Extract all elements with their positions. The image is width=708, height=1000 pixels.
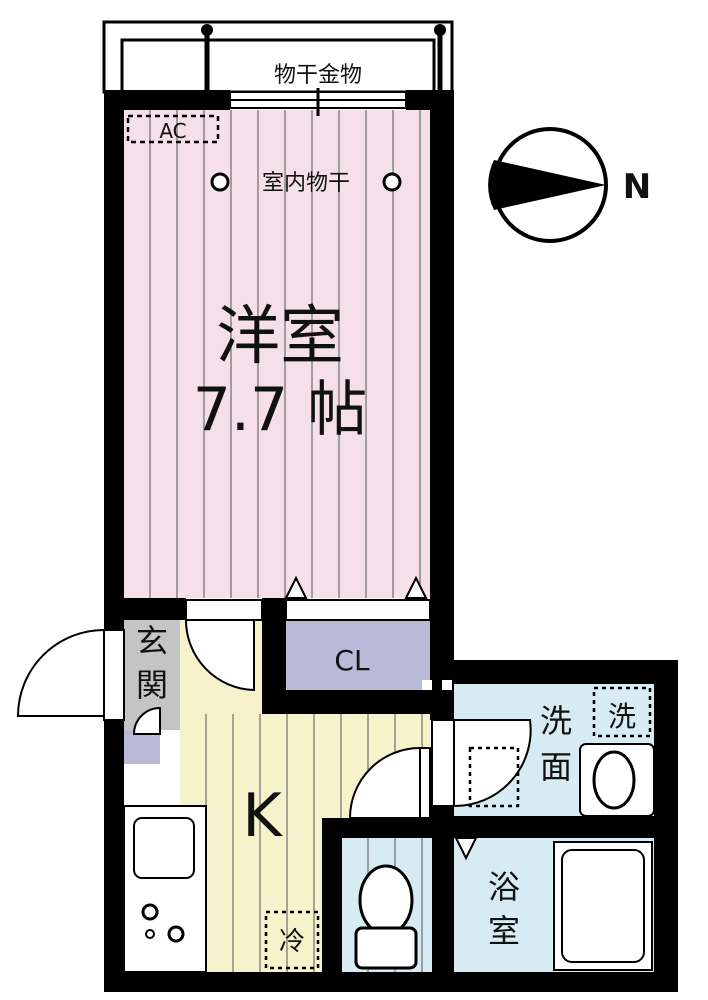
bath-door-marker [454,837,478,861]
entrance-step [124,730,160,764]
western-door-frame [185,599,263,621]
wash-storage [468,746,520,808]
wall-detail [422,680,432,690]
western-door-swing [184,619,255,692]
western-room-name: 洋室 [216,300,344,374]
closet-door-marker [404,575,428,599]
washroom-label-1: 洗 [540,702,572,740]
wall-detail [442,680,452,690]
closet-door-marker [284,575,308,599]
toilet-door-swing [348,746,421,819]
bathtub-inner [561,849,645,963]
walls [104,90,678,992]
western-room-size: 7.7 帖 [193,375,368,445]
toilet-bowl [358,864,414,936]
compass-north-label: N [623,167,651,207]
kitchen-sink [133,817,195,879]
indoor-hanger-hook [382,172,402,192]
entrance-label-1: 玄 [136,622,168,660]
balcony-posts [204,28,443,90]
closet-doors [285,599,431,621]
fridge-space [264,910,320,970]
closet-label: CL [334,644,370,677]
wash-door-swing [453,719,532,808]
washer-label: 洗 [608,700,636,733]
toilet-door [419,747,431,819]
balcony-post-cap [434,24,446,36]
entrance-label-2: 関 [136,666,168,704]
stove-burner [167,925,185,943]
entrance-door-swing [16,628,105,717]
entrance-door [103,629,125,721]
washer-space [592,686,652,738]
wash-door-frame [431,719,455,807]
stove-burner [145,929,155,939]
kitchen-label: K [242,781,283,851]
bathroom-label-2: 室 [488,912,520,950]
ac-label: AC [159,119,186,143]
fridge-label: 冷 [279,927,305,957]
vanity-basin [592,750,636,810]
balcony-hanger-label: 物干金物 [274,63,362,88]
washroom-label-2: 面 [540,748,572,786]
compass-needle [488,160,606,210]
toilet-tank [354,926,418,970]
stove-burner [141,903,159,921]
western-room-floor [124,110,430,598]
closet-floor [286,620,430,690]
indoor-hanger-hook [210,172,230,192]
bathroom-label-1: 浴 [488,868,520,906]
shoe-cabinet-door [132,706,161,735]
indoor-hanger-label: 室内物干 [262,171,350,196]
balcony-post-cap [201,24,213,36]
ac-unit [126,114,220,144]
